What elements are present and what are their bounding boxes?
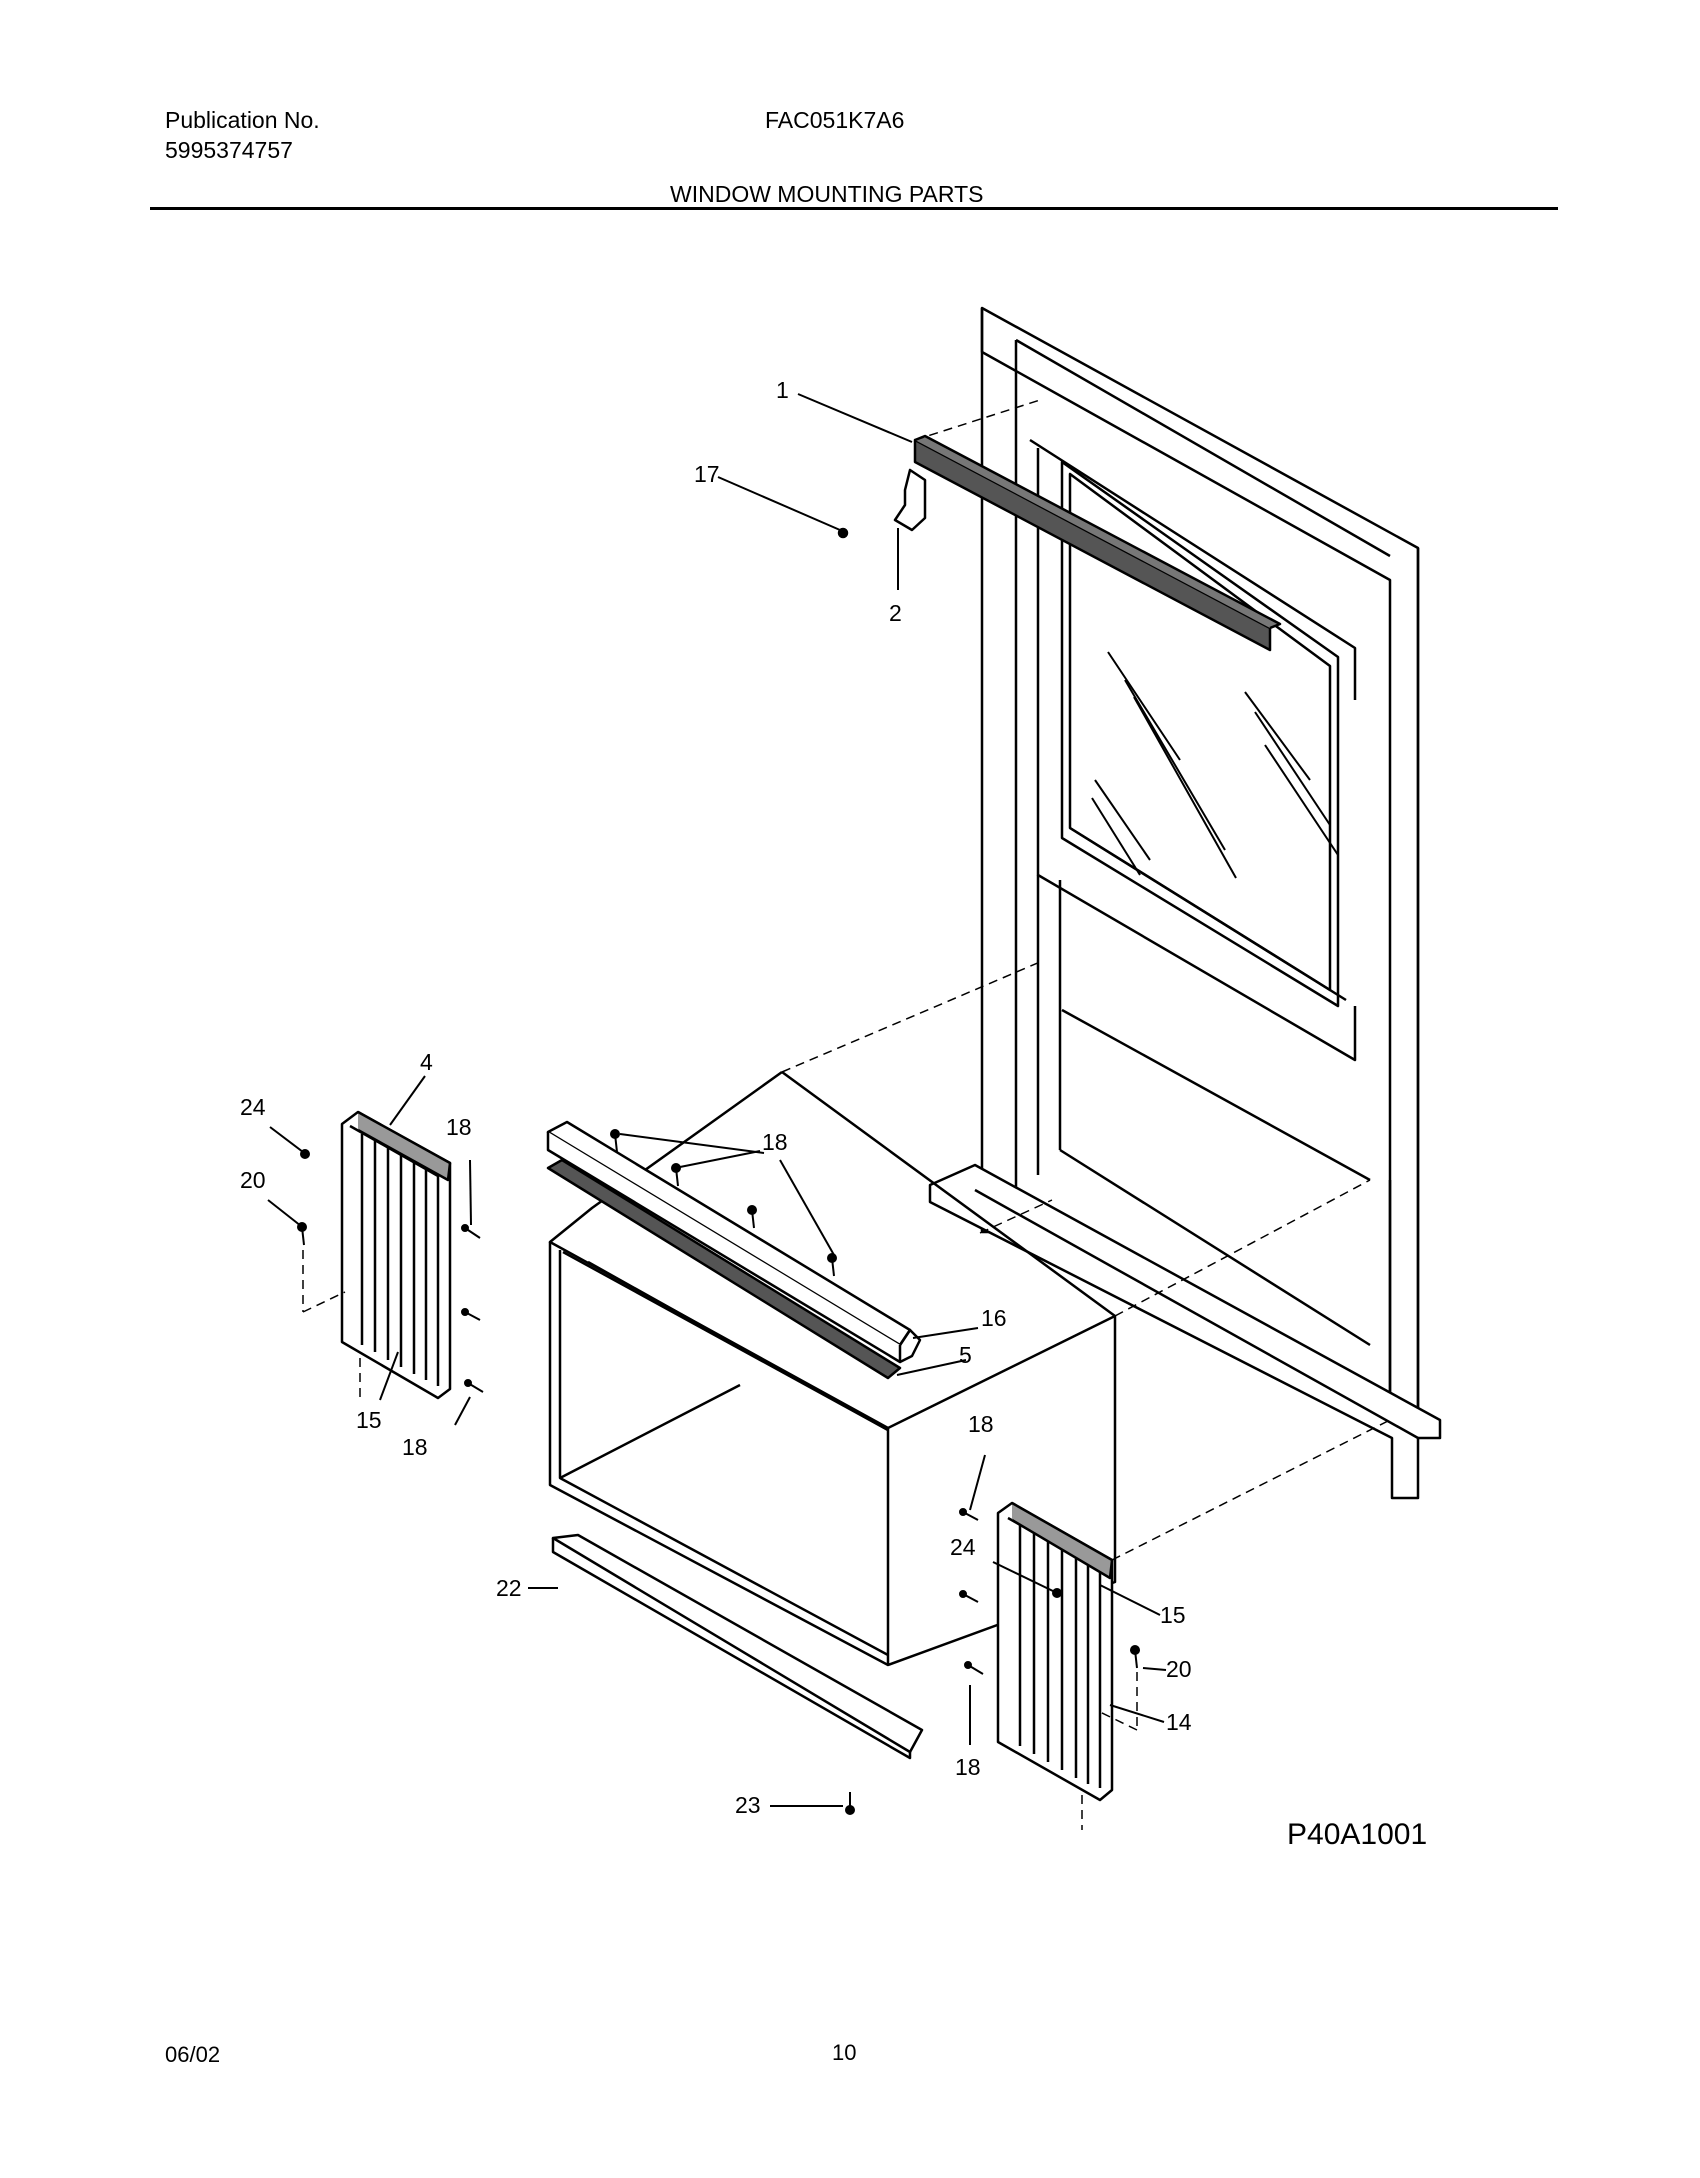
alignment-lines — [302, 399, 1391, 1830]
callout-2: 2 — [889, 600, 902, 626]
right-side-panel — [996, 1501, 1114, 1802]
callout-24-right: 24 — [950, 1534, 976, 1560]
window-frame — [980, 306, 1420, 1438]
callout-20-left: 20 — [240, 1167, 266, 1193]
diagram-code: P40A1001 — [1287, 1818, 1428, 1851]
callout-18-right-top: 18 — [968, 1411, 994, 1437]
upper-sash — [1029, 438, 1357, 1062]
callout-18-left-bottom: 18 — [402, 1434, 428, 1460]
callout-23: 23 — [735, 1792, 761, 1818]
callout-15-left: 15 — [356, 1407, 382, 1433]
foam-seal-strip — [546, 1158, 902, 1380]
window-sill — [928, 1163, 1442, 1500]
callout-4: 4 — [420, 1049, 433, 1075]
top-bracket — [893, 468, 927, 532]
bottom-angle — [551, 1533, 924, 1760]
callout-15-right: 15 — [1160, 1602, 1186, 1628]
bracket-screw — [837, 527, 849, 539]
publication-number: 5995374757 — [165, 137, 293, 163]
left-side-panel — [340, 1110, 452, 1400]
section-title: WINDOW MOUNTING PARTS — [670, 181, 984, 207]
callout-14: 14 — [1166, 1709, 1192, 1735]
header-rule — [150, 207, 1558, 210]
lower-sash — [1036, 875, 1371, 1347]
glass-reflections — [1091, 651, 1339, 879]
callout-1: 1 — [776, 377, 789, 403]
page-number: 10 — [832, 2040, 857, 2065]
callout-22: 22 — [496, 1575, 522, 1601]
leader-lines — [267, 393, 1167, 1807]
callout-17: 17 — [694, 461, 720, 487]
top-channel — [546, 1120, 922, 1364]
footer-date: 06/02 — [165, 2042, 221, 2067]
callout-16: 16 — [981, 1305, 1007, 1331]
publication-label: Publication No. — [165, 107, 320, 133]
model-number: FAC051K7A6 — [765, 107, 905, 133]
callout-5: 5 — [959, 1342, 972, 1368]
callout-18-top-channel: 18 — [762, 1129, 788, 1155]
callout-24-left: 24 — [240, 1094, 266, 1120]
callout-18-right-bottom: 18 — [955, 1754, 981, 1780]
cabinet-sleeve — [548, 1070, 1117, 1667]
callout-18-left-top: 18 — [446, 1114, 472, 1140]
callout-20-right: 20 — [1166, 1656, 1192, 1682]
